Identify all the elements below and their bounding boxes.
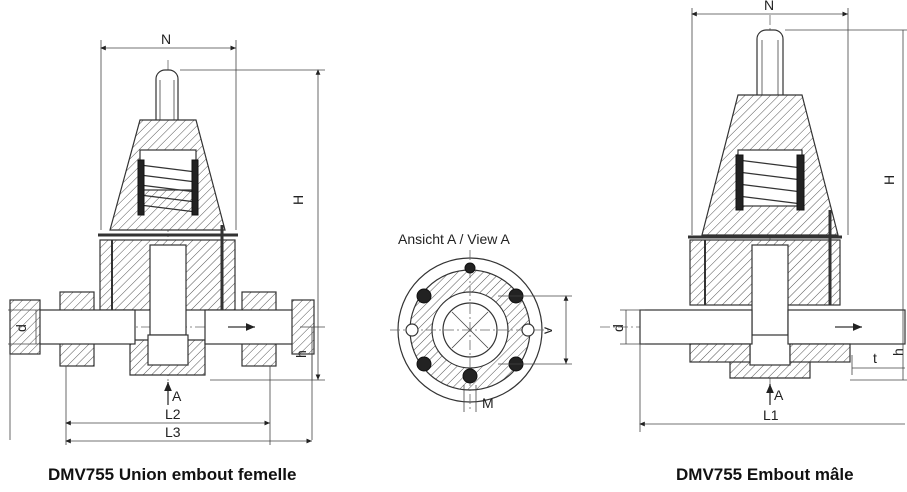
left-valve-drawing	[8, 40, 325, 445]
center-view-title: Ansicht A / View A	[398, 231, 510, 247]
right-dim-d: d	[610, 324, 626, 332]
left-dim-n: N	[161, 31, 171, 47]
right-dim-l1: L1	[763, 407, 779, 423]
left-dim-h-total: H	[290, 195, 306, 205]
left-dim-h: h	[293, 350, 309, 358]
right-dim-h-total: H	[881, 175, 897, 185]
right-dim-h: h	[890, 348, 906, 356]
left-dim-d: d	[13, 324, 29, 332]
right-caption: DMV755 Embout mâle	[676, 465, 854, 484]
left-dim-a: A	[172, 388, 182, 404]
center-view-flange	[390, 250, 572, 412]
left-dim-l3: L3	[165, 424, 181, 440]
right-dim-t: t	[873, 350, 877, 366]
center-dim-m: M	[482, 395, 494, 411]
left-dim-l2: L2	[165, 406, 181, 422]
center-dim-v: v	[539, 327, 555, 334]
right-dim-n: N	[764, 0, 774, 13]
right-dim-a: A	[774, 387, 784, 403]
left-caption: DMV755 Union embout femelle	[48, 465, 296, 484]
right-spring	[735, 154, 805, 211]
spring	[137, 159, 199, 216]
right-valve-drawing	[600, 8, 907, 432]
